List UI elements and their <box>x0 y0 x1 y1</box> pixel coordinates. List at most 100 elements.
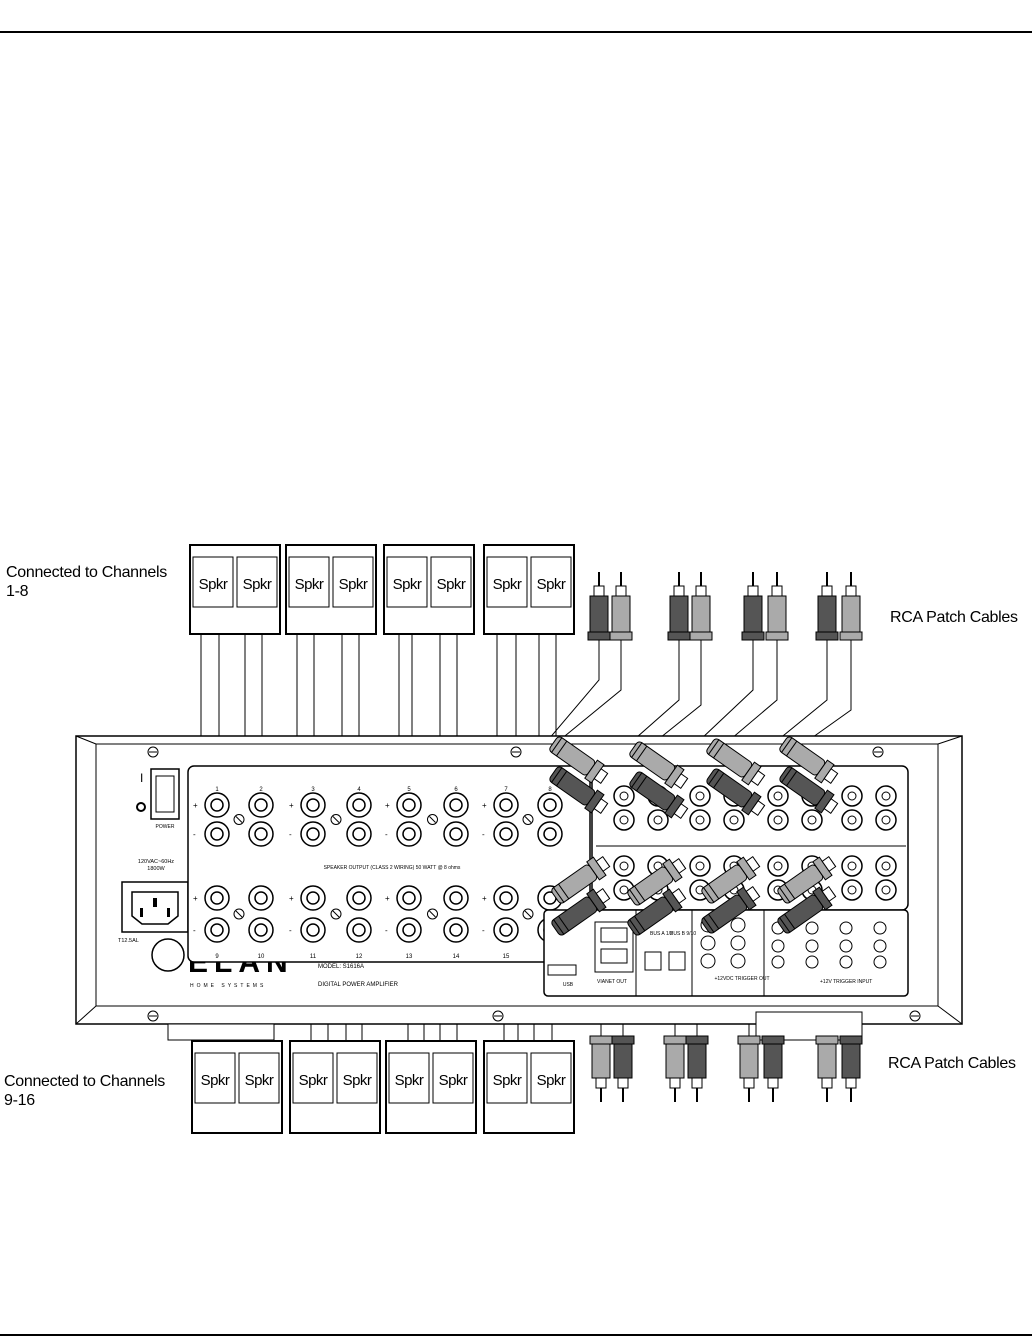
polarity-minus: - <box>289 830 292 839</box>
rca-input-jack-center <box>847 815 857 825</box>
optical-input-b <box>668 951 686 971</box>
channel-number: 4 <box>357 787 361 793</box>
polarity-plus: + <box>193 801 198 810</box>
binding-post-center <box>402 923 416 937</box>
inserted-rca-plug <box>551 856 611 904</box>
speaker-label: Spkr <box>201 1072 230 1089</box>
speaker-label: Spkr <box>393 576 422 593</box>
channel-number: 2 <box>259 787 263 793</box>
binding-post-center <box>499 923 513 937</box>
speaker-cell <box>332 556 374 608</box>
channel-number: 11 <box>310 954 317 960</box>
binding-post-center <box>210 923 224 937</box>
speaker-label: Spkr <box>439 1072 468 1089</box>
channel-number: 8 <box>548 787 552 793</box>
speaker-cell <box>236 556 278 608</box>
rca-plugs <box>587 572 863 1102</box>
speaker-label: Spkr <box>339 576 368 593</box>
speaker-label: Spkr <box>437 576 466 593</box>
binding-post-center <box>449 798 463 812</box>
speaker-output-panel <box>187 765 591 963</box>
inserted-rca-plugs <box>549 736 839 936</box>
binding-post-center <box>306 923 320 937</box>
polarity-minus: - <box>193 926 196 935</box>
speaker-cell <box>292 1052 334 1104</box>
rca-plug-body <box>743 595 763 633</box>
speaker-cell <box>530 1052 572 1104</box>
rca-plug-sleeve <box>695 585 707 597</box>
rca-plug-sleeve <box>771 585 783 597</box>
inserted-rca-plug <box>777 886 837 934</box>
inserted-rca-plug <box>779 736 839 784</box>
rca-input-jack-center <box>881 885 891 895</box>
rca-plug-collar <box>815 631 839 641</box>
rca-input-jack-center <box>619 861 629 871</box>
speaker-cell <box>386 556 428 608</box>
speaker-cell <box>238 1052 280 1104</box>
rca-plug-collar <box>765 631 789 641</box>
rca-input-jack-center <box>695 861 705 871</box>
trigger-input-jacks <box>771 921 887 969</box>
rca-plug-body <box>613 1043 633 1079</box>
trigger-jack <box>873 955 887 969</box>
polarity-minus: - <box>385 926 388 935</box>
rca-input-jack-center <box>847 791 857 801</box>
rca-input-jack-center <box>773 791 783 801</box>
usb-port <box>547 964 577 976</box>
usb-label: USB <box>563 982 574 988</box>
channel-number: 1 <box>215 787 219 793</box>
rca-input-jack-center <box>807 815 817 825</box>
vianet-label: VIANET OUT <box>597 979 627 985</box>
binding-post-center <box>352 923 366 937</box>
binding-post-center <box>254 923 268 937</box>
rca-plug-collar <box>815 1035 839 1045</box>
rca-plug-sleeve <box>845 1077 857 1089</box>
binding-post-center <box>254 827 268 841</box>
rca-plug-sleeve <box>821 585 833 597</box>
rca-plug-collar <box>761 1035 785 1045</box>
polarity-plus: + <box>289 894 294 903</box>
rca-input-jack-center <box>695 791 705 801</box>
rca-input-jack-center <box>773 815 783 825</box>
trigger-out-label: +12VDC TRIGGER OUT <box>714 976 769 982</box>
trigger-jack <box>839 921 853 935</box>
rca-plug-collar <box>609 631 633 641</box>
channel-number: 13 <box>406 954 413 960</box>
rca-plug-collar <box>587 631 611 641</box>
rca-cable <box>559 640 622 741</box>
polarity-plus: + <box>385 801 390 810</box>
polarity-plus: + <box>193 894 198 903</box>
rca-plug-sleeve <box>845 585 857 597</box>
rca-input-jack-center <box>619 815 629 825</box>
rca-plug-body <box>841 1043 861 1079</box>
polarity-minus: - <box>385 830 388 839</box>
footer-rule <box>0 1334 1032 1336</box>
channel-number: 5 <box>407 787 411 793</box>
rca-plug-collar <box>737 1035 761 1045</box>
rca-plug-sleeve <box>595 1077 607 1089</box>
speaker-label: Spkr <box>493 576 522 593</box>
rca-plug-body <box>763 1043 783 1079</box>
rca-plug-body <box>665 1043 685 1079</box>
polarity-plus: + <box>289 801 294 810</box>
polarity-plus: + <box>482 894 487 903</box>
rca-plug-body <box>841 595 861 633</box>
rca-plug-collar <box>667 631 691 641</box>
inserted-rca-plug <box>627 888 687 936</box>
speaker-label: Spkr <box>537 1072 566 1089</box>
screw-icon <box>510 746 522 758</box>
rca-input-jack-center <box>619 791 629 801</box>
bus-b-label: BUS B 9/10 <box>670 931 696 937</box>
rca-plug-collar <box>663 1035 687 1045</box>
inserted-rca-plug <box>701 856 761 904</box>
inserted-rca-plug <box>549 766 609 814</box>
rca-plug-sleeve <box>593 585 605 597</box>
speaker-cell <box>530 556 572 608</box>
binding-post-center <box>352 891 366 905</box>
screw-icon <box>147 1010 159 1022</box>
inserted-rca-plug <box>629 771 689 819</box>
rca-input-jack-center <box>729 815 739 825</box>
binding-post-center <box>543 798 557 812</box>
